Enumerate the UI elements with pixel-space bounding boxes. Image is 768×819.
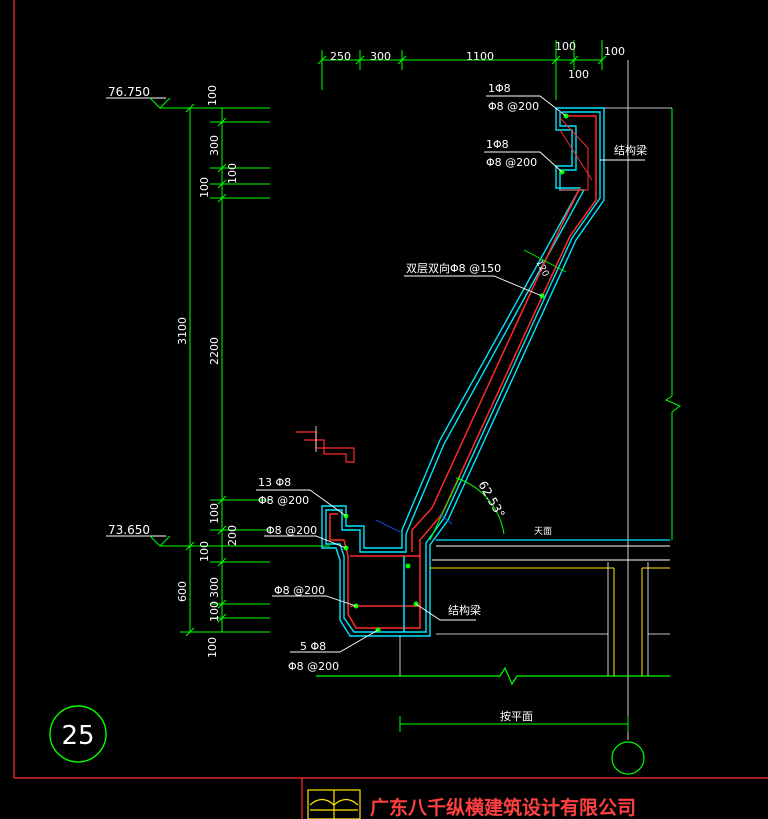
left-dimension-chain <box>180 103 270 637</box>
rebar-label-top1a: 1Φ8 <box>488 82 511 95</box>
rebar-label-bottom1a: 13 Φ8 <box>258 476 291 489</box>
dim-left-100f: 100 <box>208 601 221 622</box>
dim-left-200: 200 <box>226 525 239 546</box>
ground-line <box>316 666 670 686</box>
rebar-label-bottom4b: Φ8 @200 <box>288 660 339 673</box>
dim-top-100b: 100 <box>568 68 589 81</box>
dim-top-100c: 100 <box>604 45 625 58</box>
angle-arc <box>429 475 505 541</box>
dim-left-2200: 2200 <box>208 337 221 365</box>
detail-number-circle <box>49 705 107 763</box>
company-logo <box>307 789 361 819</box>
leader-lines <box>256 95 645 653</box>
dim-top-250: 250 <box>330 50 351 63</box>
company-name: 广东八千纵横建筑设计有限公司 <box>370 796 636 819</box>
dim-left-100b: 100 <box>198 177 211 198</box>
dim-top-300: 300 <box>370 50 391 63</box>
structural-beam-label-1: 结构梁 <box>614 143 647 157</box>
dim-left-3100: 3100 <box>176 317 189 345</box>
rebar-label-bottom4a: 5 Φ8 <box>300 640 326 653</box>
concrete-section-outline <box>321 107 605 637</box>
red-marker-symbol <box>296 431 355 463</box>
dim-left-100d: 100 <box>208 503 221 524</box>
rebar-label-top2b: Φ8 @200 <box>486 156 537 169</box>
dim-left-100c: 100 <box>226 163 239 184</box>
angle-label: 62.53° <box>475 479 507 521</box>
dim-left-100a: 100 <box>206 85 219 106</box>
dim-left-100e: 100 <box>198 541 211 562</box>
dim-top-1100: 1100 <box>466 50 494 63</box>
axis-bubble <box>611 741 645 775</box>
elevation-bottom-label: 73.650 <box>108 523 150 537</box>
top-dimension-chain <box>317 40 607 100</box>
roof-label: 天面 <box>534 526 552 537</box>
rebar-label-top1b: Φ8 @200 <box>488 100 539 113</box>
dim-left-100g: 100 <box>206 637 219 658</box>
detail-number: 25 <box>61 721 94 751</box>
floor-level-label: 按平面 <box>500 709 533 723</box>
dim-left-300b: 300 <box>208 577 221 598</box>
rebar-label-bottom3: Φ8 @200 <box>274 584 325 597</box>
rebar-lines <box>329 115 597 632</box>
break-mark <box>664 108 681 540</box>
dim-left-600: 600 <box>176 581 189 602</box>
floor-level-dimension <box>399 716 629 732</box>
elevation-marker-top <box>106 97 270 109</box>
dim-left-300a: 300 <box>208 135 221 156</box>
rebar-label-bottom1b: Φ8 @200 <box>258 494 309 507</box>
elevation-top-label: 76.750 <box>108 85 150 99</box>
drawing-frame <box>13 0 768 819</box>
elevation-marker-bottom <box>106 535 330 547</box>
dim-top-100a: 100 <box>555 40 576 53</box>
double-layer-label: 双层双向Φ8 @150 <box>406 261 501 275</box>
rebar-dots <box>343 113 569 633</box>
rebar-label-bottom2: Φ8 @200 <box>266 524 317 537</box>
structural-beam-label-2: 结构梁 <box>448 603 481 617</box>
roof-slab <box>399 539 670 676</box>
rebar-label-top2a: 1Φ8 <box>486 138 509 151</box>
